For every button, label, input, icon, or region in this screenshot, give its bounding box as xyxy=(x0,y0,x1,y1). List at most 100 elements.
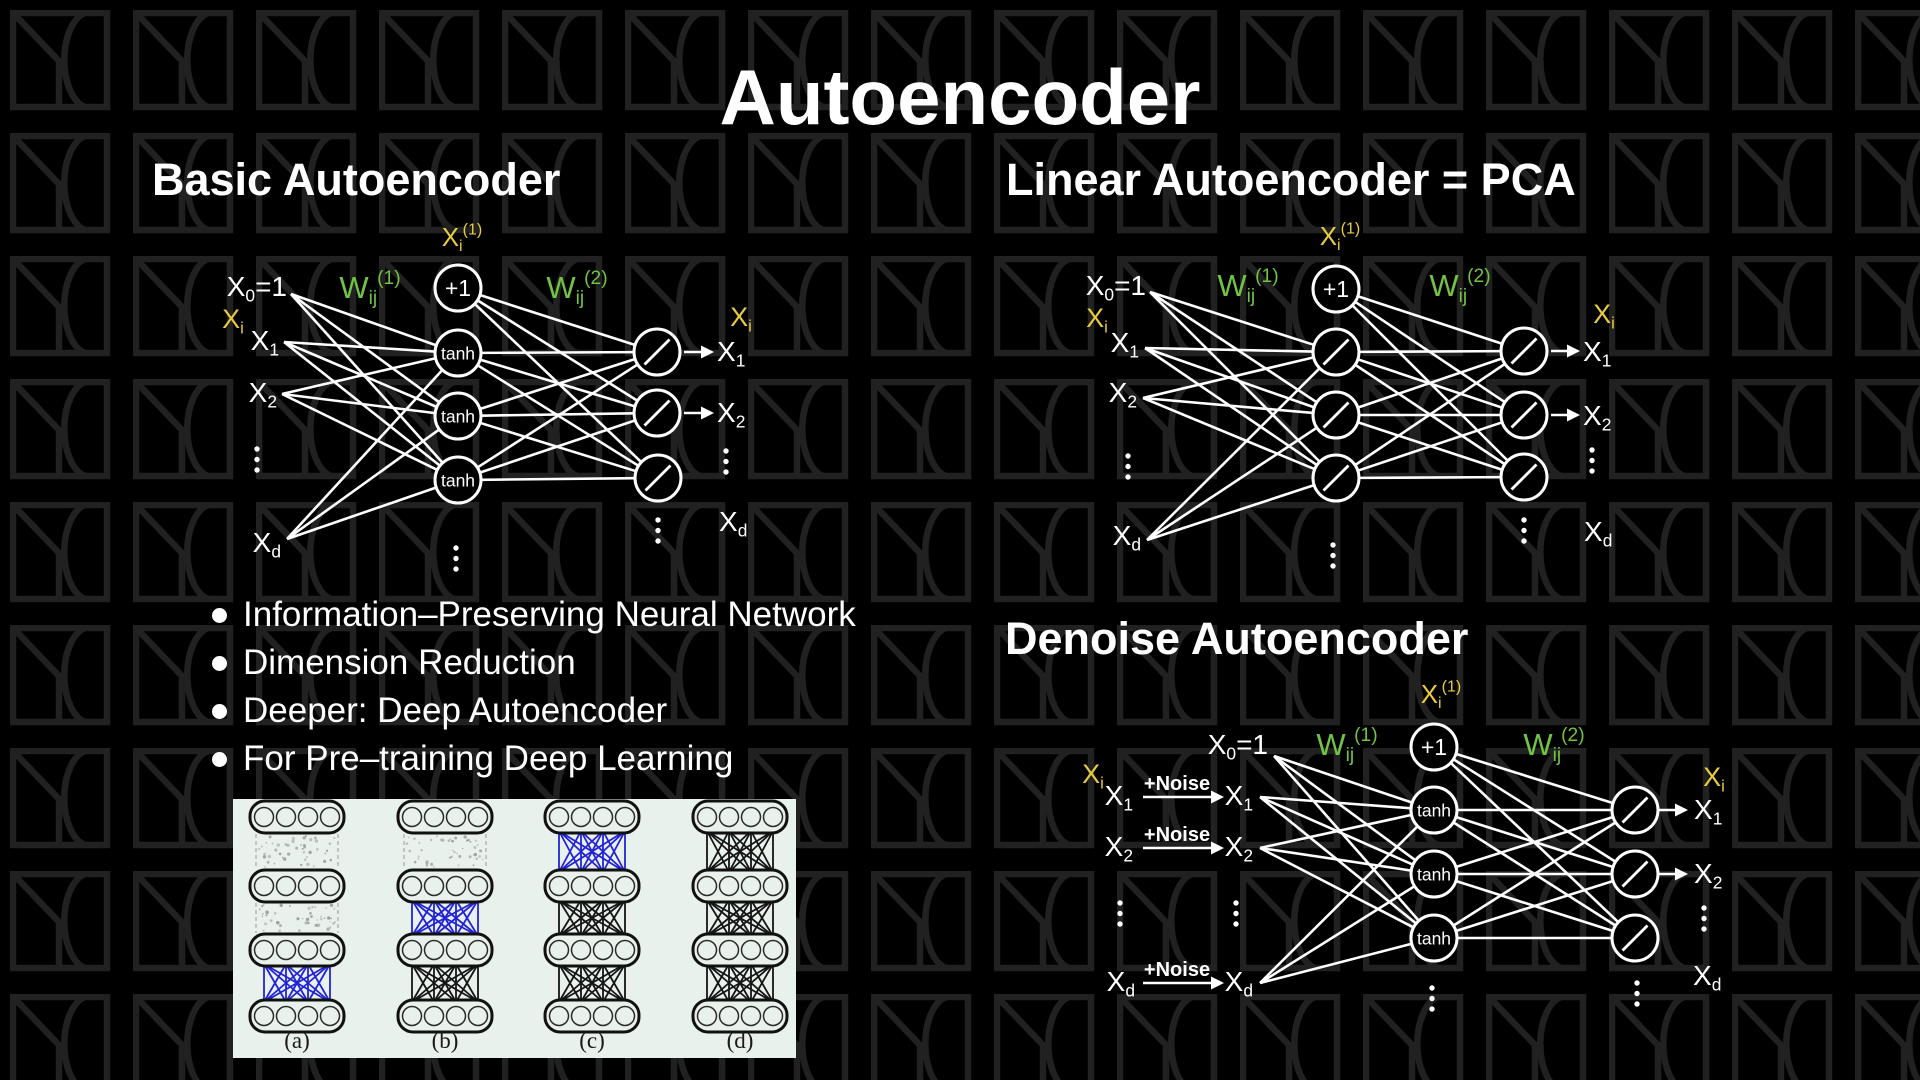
unit-circle xyxy=(253,806,275,828)
node-bias: +1 xyxy=(1409,722,1459,772)
basic-autoencoder-diagram: +1tanhtanhtanhX0=1X1X2XdXiWij(1)Wij(2)Xi… xyxy=(222,220,752,572)
connection-line xyxy=(602,830,626,873)
noise-dot xyxy=(278,852,282,856)
noise-dot xyxy=(289,905,292,908)
label-w2: Wij(2) xyxy=(546,268,607,309)
node-linear xyxy=(1311,453,1361,503)
noise-dot xyxy=(432,866,435,868)
edge xyxy=(1259,942,1413,985)
label-xi: Xi xyxy=(730,302,752,335)
noise-dot xyxy=(474,852,478,856)
dot xyxy=(655,538,661,544)
label-tanh: tanh xyxy=(441,407,475,427)
node-linear xyxy=(1610,849,1660,899)
noise-dot xyxy=(425,864,428,867)
unit-circle xyxy=(718,806,740,828)
noise-dot xyxy=(472,864,475,867)
linear-slash-icon xyxy=(1621,796,1649,824)
edge xyxy=(1358,475,1502,480)
layer-pill xyxy=(543,868,641,904)
layer-pill xyxy=(248,998,346,1034)
label-x2: X2 xyxy=(1105,831,1133,866)
noise-dot xyxy=(420,849,423,852)
edge xyxy=(283,340,436,353)
edge xyxy=(281,392,436,415)
connection-line xyxy=(706,963,730,1003)
vertical-ellipsis-icon xyxy=(1521,517,1527,544)
vertical-ellipsis-icon xyxy=(453,545,459,572)
noise-dot xyxy=(262,855,267,859)
noise-dot xyxy=(475,857,478,860)
noise-dot xyxy=(302,851,306,854)
unit-circle xyxy=(467,1005,489,1027)
noise-dot xyxy=(333,836,336,839)
layer-pill xyxy=(691,799,789,835)
noise-dot xyxy=(454,836,458,840)
label-plus_one: +1 xyxy=(445,275,471,301)
edge xyxy=(1354,362,1506,467)
unit-circle xyxy=(423,806,445,828)
vertical-ellipsis-icon xyxy=(1701,905,1707,932)
node-linear xyxy=(632,388,682,438)
node-linear xyxy=(633,453,683,503)
unit-circle xyxy=(762,939,784,961)
connection-line xyxy=(411,963,435,1003)
connection-line xyxy=(750,963,774,1003)
unit-circle xyxy=(718,875,740,897)
edge xyxy=(1146,483,1315,542)
noise-dot xyxy=(309,911,312,915)
connection-zone-new xyxy=(411,899,479,937)
dot xyxy=(1125,453,1131,459)
arrow-icon xyxy=(1143,841,1224,855)
heading-linear-autoencoder: Linear Autoencoder = PCA xyxy=(1006,154,1576,205)
noise-dot xyxy=(307,906,311,910)
label-xd: Xd xyxy=(1584,516,1612,551)
unit-circle xyxy=(570,1005,592,1027)
noise-dot xyxy=(316,848,319,851)
connection-line xyxy=(263,963,287,1003)
connection-line xyxy=(706,899,730,937)
unit-circle xyxy=(592,875,614,897)
connection-line xyxy=(558,830,582,873)
label-xd: Xd xyxy=(1693,960,1721,995)
unit-circle xyxy=(696,806,718,828)
label-xd: Xd xyxy=(719,506,747,541)
unit-circle xyxy=(592,939,614,961)
edge xyxy=(1259,885,1416,985)
label-x1: X1 xyxy=(1111,327,1139,362)
label-w1: Wij(1) xyxy=(1316,725,1377,766)
dot xyxy=(453,555,459,562)
dot xyxy=(1634,1001,1640,1007)
noise-dot xyxy=(262,904,265,906)
noise-dot xyxy=(439,838,443,842)
noise-dot xyxy=(451,849,454,852)
layer-pill xyxy=(691,868,789,904)
connection-line xyxy=(411,899,435,937)
layer-pill xyxy=(248,799,346,835)
layer-pill xyxy=(543,799,641,835)
dot xyxy=(1117,900,1123,906)
noise-dot xyxy=(326,927,330,931)
unit-circle xyxy=(548,806,570,828)
noise-dot xyxy=(418,842,421,844)
edge xyxy=(281,356,436,396)
node-linear xyxy=(1311,390,1361,440)
noise-dot xyxy=(430,862,434,866)
noise-dot xyxy=(325,849,329,852)
noise-dot xyxy=(457,864,460,867)
linear-slash-icon xyxy=(1322,401,1350,429)
dot xyxy=(1125,474,1131,480)
noise-dot xyxy=(258,908,261,911)
bullet-item: Deeper: Deep Autoencoder xyxy=(212,687,856,735)
label-xi: Xi xyxy=(1082,759,1104,792)
arrow-head-icon xyxy=(1211,976,1224,990)
noise-dot xyxy=(413,860,417,864)
label-xi: Xi xyxy=(1703,762,1725,795)
connection-line xyxy=(455,963,479,1003)
edge xyxy=(1273,754,1413,804)
edge xyxy=(1358,349,1502,354)
dot xyxy=(1330,552,1336,559)
unit-circle xyxy=(614,939,636,961)
node-bias: +1 xyxy=(433,263,483,313)
noise-dot xyxy=(450,855,453,858)
